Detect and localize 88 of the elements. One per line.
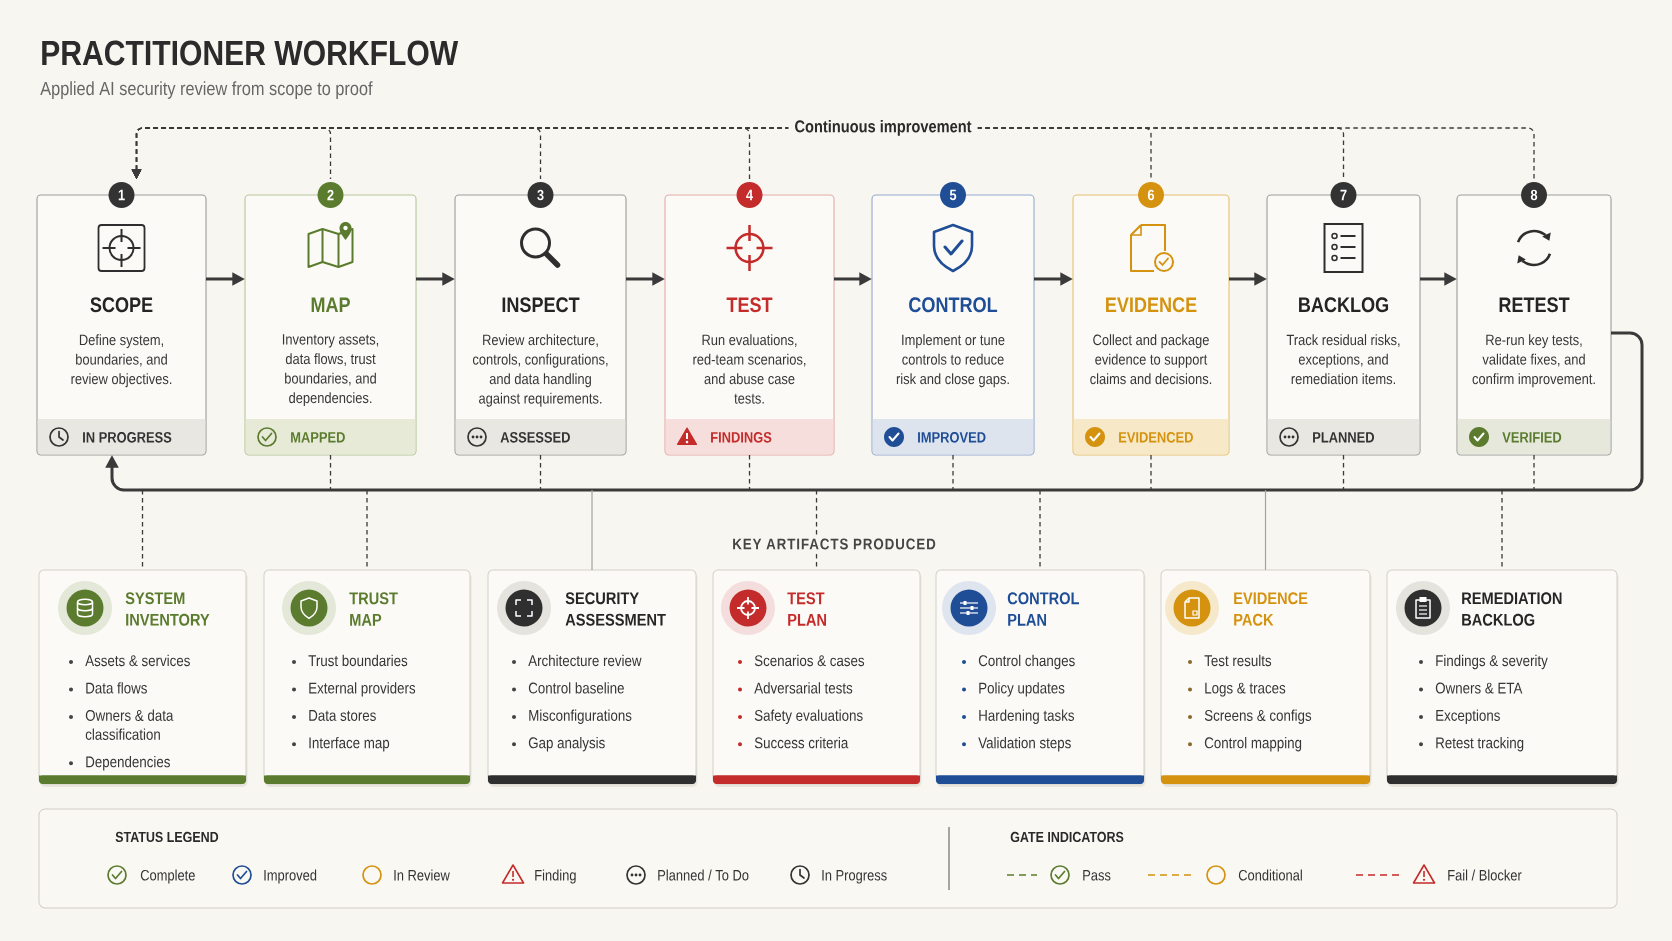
number-badge: 8 bbox=[1521, 182, 1547, 208]
stage-description: Collect and package evidence to support claims and decisions. bbox=[1090, 334, 1212, 385]
legend-label: Fail / Blocker bbox=[1448, 869, 1522, 881]
list-item: Test results bbox=[1204, 654, 1272, 667]
list-item: Control changes bbox=[978, 654, 1075, 670]
list-item: Screens & configs bbox=[1204, 709, 1312, 724]
list-item: Retest tracking bbox=[1436, 736, 1524, 752]
stage-title: INSPECT bbox=[502, 297, 580, 313]
list-item: Data stores bbox=[309, 710, 376, 721]
list-item: Architecture review bbox=[528, 654, 642, 667]
status-band: PLANNED bbox=[1267, 419, 1420, 455]
legend-label: In Progress bbox=[822, 870, 887, 884]
number-badge: 5 bbox=[940, 182, 966, 208]
status-band: IN PROGRESS bbox=[37, 419, 206, 455]
list-item: Assets & services bbox=[85, 654, 190, 667]
legend-label: Pass bbox=[1083, 870, 1111, 881]
card-title: SECURITY ASSESSMENT bbox=[565, 592, 666, 626]
number-badge: 4 bbox=[736, 182, 763, 208]
stage-description: Implement or tune controls to reduce risk and close gaps. bbox=[896, 334, 1009, 388]
title: PRACTITIONER WORKFLOW bbox=[42, 40, 459, 66]
legend-label: Complete bbox=[140, 869, 195, 884]
connector-line bbox=[1264, 489, 1267, 571]
card-title: TRUST MAP bbox=[349, 592, 398, 626]
list-item: External providers bbox=[309, 682, 416, 697]
legend-label: Planned / To Do bbox=[658, 869, 749, 881]
list-item: Safety evaluations bbox=[754, 709, 863, 724]
dashed-line bbox=[748, 454, 751, 491]
edge-label: Continuous improvement bbox=[788, 118, 978, 138]
list-item: Data flows bbox=[86, 682, 147, 694]
card-title: TEST PLAN bbox=[787, 592, 826, 626]
dashed-line bbox=[1150, 454, 1152, 491]
list-item: Owners & ETA bbox=[1435, 682, 1523, 694]
dashed-line bbox=[329, 454, 332, 491]
legend-label: In Review bbox=[394, 869, 450, 881]
list-item: Adversarial tests bbox=[754, 682, 853, 694]
number-badge: 3 bbox=[527, 182, 554, 208]
legend-heading: GATE INDICATORS bbox=[1010, 831, 1124, 843]
subtitle: Applied AI security review from scope to proof bbox=[40, 81, 373, 99]
number-badge: 2 bbox=[317, 182, 344, 208]
stage-description: Run evaluations, red-team scenarios, and abuse case tests. bbox=[693, 334, 806, 404]
list-item: Logs & traces bbox=[1205, 682, 1286, 697]
legend-label: Finding bbox=[535, 869, 576, 884]
list-item: Findings & severity bbox=[1436, 654, 1548, 670]
stage-title: RETEST bbox=[1499, 297, 1570, 313]
stage-title: TEST bbox=[726, 297, 773, 313]
stage-description: Track residual risks, exceptions, and remediation items. bbox=[1286, 334, 1400, 385]
status-band: MAPPED bbox=[245, 419, 416, 455]
list-item: Scenarios & cases bbox=[754, 654, 865, 667]
number-badge: 6 bbox=[1138, 182, 1164, 208]
list-item: Interface map bbox=[309, 736, 390, 752]
dashed-line bbox=[1533, 454, 1535, 491]
dashed-line bbox=[952, 454, 954, 491]
dashed-line bbox=[539, 454, 542, 491]
list-item: Gap analysis bbox=[528, 736, 605, 752]
connector-line bbox=[591, 489, 593, 571]
list-item: Misconfigurations bbox=[529, 709, 632, 724]
legend-label: Conditional bbox=[1238, 869, 1302, 881]
stage-title: MAP bbox=[311, 297, 350, 312]
dashed-line bbox=[1342, 454, 1345, 491]
list-item: Policy updates bbox=[979, 682, 1065, 697]
card-title: REMEDIATION BACKLOG bbox=[1462, 592, 1562, 626]
stage-title: CONTROL bbox=[909, 297, 998, 313]
card-title: CONTROL PLAN bbox=[1007, 592, 1080, 626]
list-item: Trust boundaries bbox=[308, 654, 408, 667]
list-item: Control baseline bbox=[528, 682, 624, 694]
stage-title: EVIDENCE bbox=[1106, 297, 1197, 313]
stage-description: Inventory assets, data flows, trust boundaries, and dependencies. bbox=[282, 334, 379, 407]
stage-description: Re-run key tests, validate fixes, and confirm improvement. bbox=[1472, 334, 1595, 388]
status-band: ASSESSED bbox=[455, 419, 626, 455]
list-item: Dependencies bbox=[86, 755, 170, 771]
list-item: Owners & data classification bbox=[85, 709, 174, 740]
list-item: Exceptions bbox=[1436, 709, 1500, 724]
list-item: Success criteria bbox=[754, 736, 849, 749]
legend-label: Improved bbox=[264, 869, 317, 884]
stage-title: SCOPE bbox=[90, 297, 153, 313]
list-item: Validation steps bbox=[978, 736, 1071, 752]
stage-title: BACKLOG bbox=[1299, 297, 1389, 313]
stage-description: Review architecture, controls, configurations, and data handling against requirements. bbox=[472, 334, 608, 407]
status-band: FINDINGS bbox=[665, 419, 834, 455]
card-title: SYSTEM INVENTORY bbox=[125, 592, 210, 626]
list-item: Hardening tasks bbox=[979, 709, 1074, 724]
stage-description: Define system, boundaries, and review objectives. bbox=[71, 334, 172, 388]
section-heading: KEY ARTIFACTS PRODUCED bbox=[726, 535, 942, 553]
card-title: EVIDENCE PACK bbox=[1234, 592, 1308, 626]
number-badge: 1 bbox=[108, 182, 135, 208]
legend-heading: STATUS LEGEND bbox=[115, 831, 219, 843]
number-badge: 7 bbox=[1330, 182, 1357, 208]
list-item: Control mapping bbox=[1204, 736, 1302, 752]
